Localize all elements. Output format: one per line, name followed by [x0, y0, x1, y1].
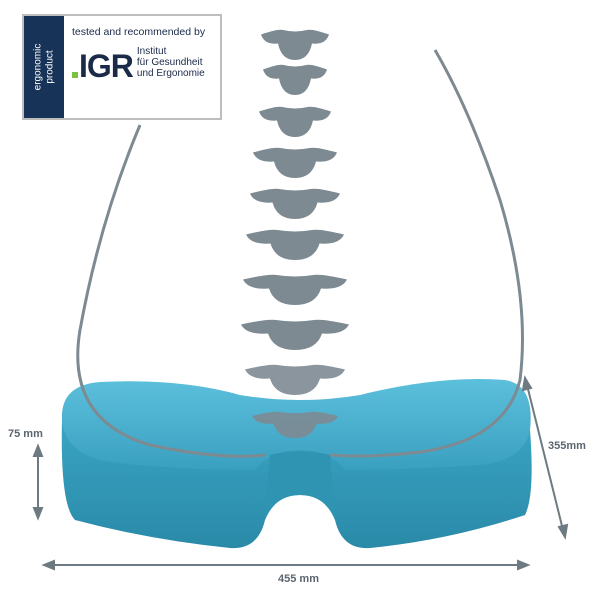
- vertebra: [261, 29, 329, 60]
- vertebra: [253, 147, 337, 178]
- igr-logo: IGR: [79, 48, 134, 84]
- vertebra: [245, 364, 345, 395]
- vertebra: [252, 411, 338, 438]
- badge-side-label: ergonomic product: [24, 16, 64, 118]
- cushion-cutout: [265, 451, 335, 520]
- width-dimension-label: 455 mm: [278, 573, 319, 585]
- institute-name: Institut für Gesundheit und Ergonomie: [137, 46, 205, 79]
- vertebra: [263, 64, 327, 95]
- dimension-arrows: [32, 375, 569, 571]
- vertebra: [250, 188, 340, 219]
- vertebra: [246, 229, 344, 260]
- institute-line-1: Institut: [136, 46, 167, 57]
- body-outline-left: [76, 124, 266, 458]
- tested-text: tested and recommended by: [72, 26, 206, 38]
- igr-certification-badge: ergonomic product tested and recommended…: [22, 14, 222, 120]
- institute-line-2: für Gesundheit: [136, 57, 203, 68]
- side-label-line-2: product: [44, 50, 56, 84]
- institute-line-3: und Ergonomie: [136, 68, 205, 79]
- vertebra: [259, 106, 331, 137]
- vertebra: [241, 319, 349, 350]
- logo-dot: [72, 72, 78, 78]
- body-outline-right: [329, 49, 524, 458]
- spine: [241, 29, 349, 438]
- vertebra: [243, 274, 347, 305]
- height-dimension-label: 75 mm: [8, 428, 43, 440]
- side-label-line-1: ergonomic: [32, 43, 44, 91]
- depth-dimension-label: 355mm: [548, 440, 586, 452]
